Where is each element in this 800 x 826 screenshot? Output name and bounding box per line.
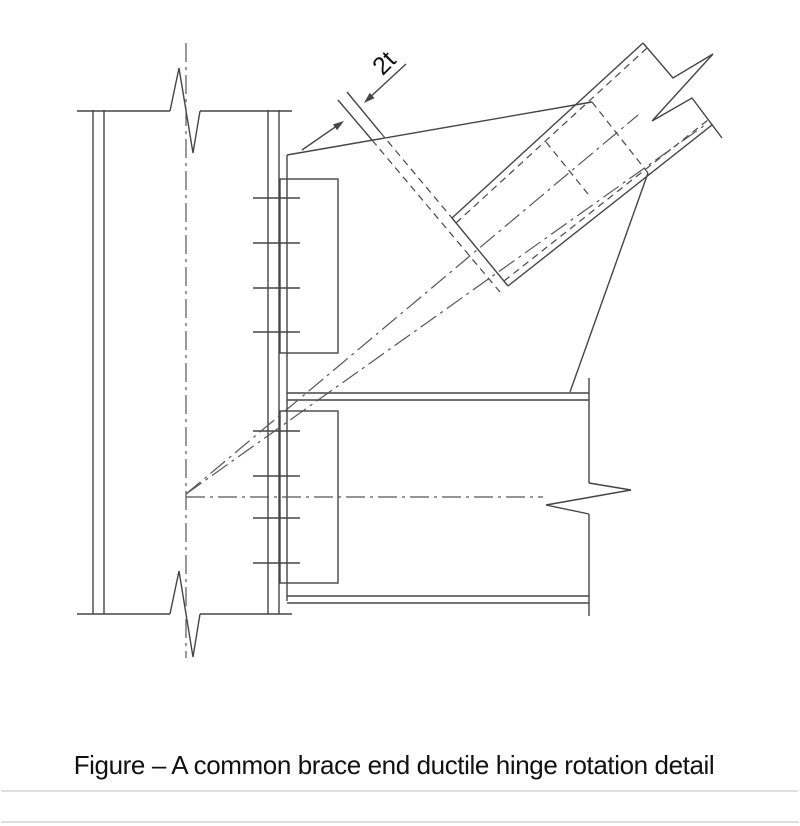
gusset-plate-edges xyxy=(286,101,649,393)
scan-artifact-lines xyxy=(1,790,799,823)
connection-plates-and-bolts xyxy=(253,155,339,601)
column-outline xyxy=(77,67,292,658)
drawing-lines xyxy=(1,42,799,823)
beam-outline xyxy=(287,378,632,616)
dimension-2t-label: 2t xyxy=(367,46,402,81)
brace-tube-outline xyxy=(451,42,723,287)
figure-caption: Figure – A common brace end ductile hing… xyxy=(73,750,715,780)
brace-centerlines xyxy=(185,114,706,495)
dimension-2t xyxy=(301,63,407,151)
gusset-hidden-edge xyxy=(591,101,649,174)
brace-hidden-lines xyxy=(371,47,709,293)
